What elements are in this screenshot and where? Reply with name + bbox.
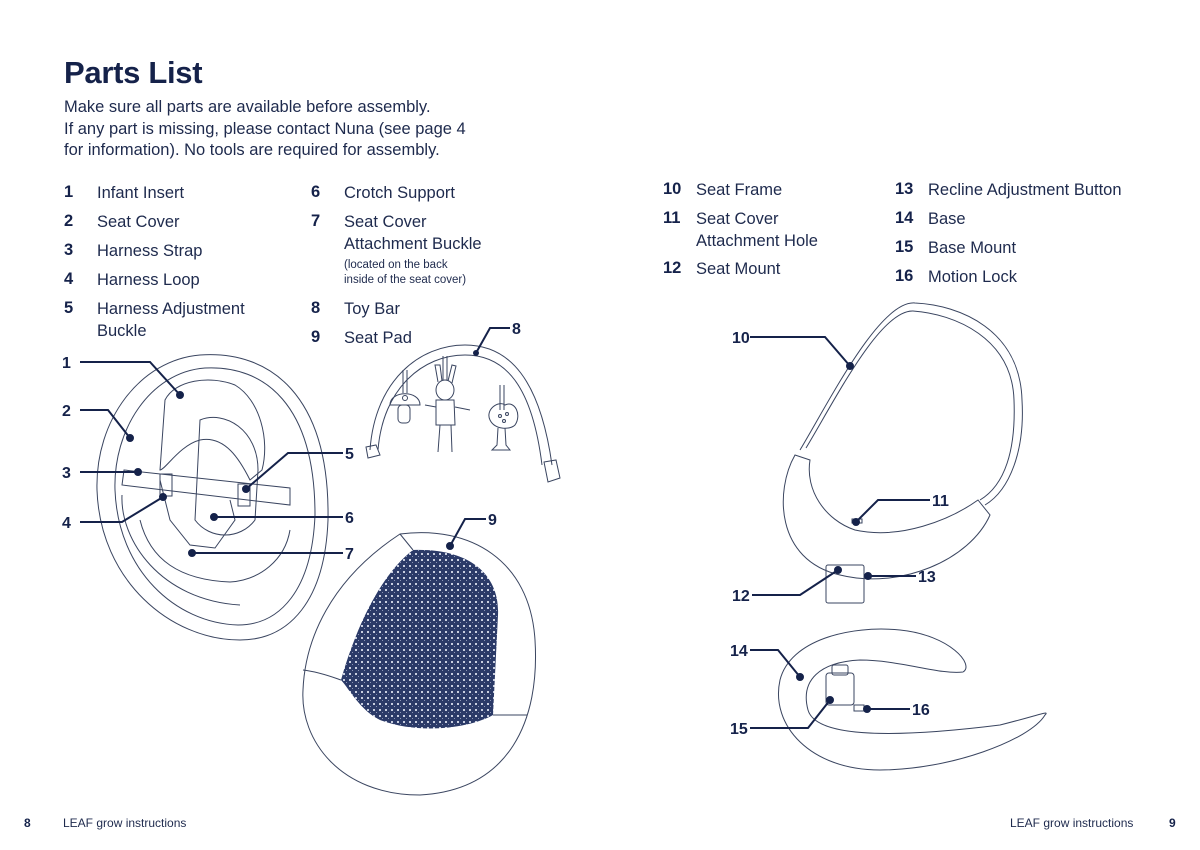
callout-16: 16 [912,702,930,719]
callout-2: 2 [62,403,71,420]
part-label: Seat Frame [696,181,783,199]
part-label: Seat Pad [344,329,412,347]
part-label: Seat Cover [97,213,180,231]
part-number: 4 [64,270,74,288]
page-number-right: 9 [1169,816,1176,830]
leader-lines [80,327,930,729]
intro-line: for information). No tools are required … [64,141,440,159]
page-title: Parts List [64,55,203,90]
part-label-line: Seat Cover [344,213,427,231]
part-number: 10 [663,180,682,198]
part-label: Crotch Support [344,184,455,202]
part-label: Harness Strap [97,242,203,260]
part-note: (located on the back inside of the seat … [344,258,482,288]
callout-13: 13 [918,569,936,586]
callout-14: 14 [730,643,748,660]
intro-text: Make sure all parts are available before… [64,97,466,162]
callout-4: 4 [62,515,71,532]
part-label: Motion Lock [928,268,1017,286]
part-number: 8 [311,299,321,317]
part-number: 12 [663,259,682,277]
part-label-line: Buckle [97,321,147,340]
part-number: 13 [895,180,914,198]
part-number: 15 [895,238,914,256]
callout-9: 9 [488,512,497,529]
part-number: 3 [64,241,74,259]
seat-pad-illustration [302,532,537,796]
footer-right: LEAF grow instructions 9 [1010,816,1176,830]
part-label: Base [928,210,966,228]
part-label: Seat Mount [696,260,781,278]
callout-1: 1 [62,355,71,372]
part-number: 6 [311,183,321,201]
callout-12: 12 [732,588,750,605]
base-illustration [778,628,1047,771]
part-number: 16 [895,267,914,285]
intro-line: If any part is missing, please contact N… [64,119,466,138]
callout-5: 5 [345,446,354,463]
seat-cover-illustration [96,354,329,641]
part-label: Infant Insert [97,184,185,202]
part-label: Recline Adjustment Button [928,181,1122,199]
part-label: Harness Loop [97,271,200,289]
part-number: 11 [663,209,681,227]
part-note-line: inside of the seat cover) [344,274,467,286]
intro-line: Make sure all parts are available before… [64,98,431,116]
part-label-line: Harness Adjustment [97,300,245,318]
callout-6: 6 [345,510,354,527]
footer-left: 8 LEAF grow instructions [24,816,186,830]
part-number: 7 [311,212,321,230]
part-label: Base Mount [928,239,1017,257]
callout-10: 10 [732,330,750,347]
part-number: 2 [64,212,74,230]
part-note-line: (located on the back [344,259,448,271]
part-label: Harness Adjustment Buckle [97,299,245,342]
part-label-line: Attachment Buckle [344,234,482,253]
footer-title-left: LEAF grow instructions [63,816,187,830]
part-number: 9 [311,328,321,346]
callout-3: 3 [62,465,71,482]
callout-15: 15 [730,721,748,738]
seat-frame-illustration [782,302,1023,604]
part-label: Seat Cover Attachment Hole [696,209,818,252]
part-number: 5 [64,299,74,317]
callout-7: 7 [345,546,354,563]
part-label-line: Attachment Hole [696,231,818,250]
part-number: 14 [895,209,914,227]
footer-title-right: LEAF grow instructions [1010,816,1134,830]
part-label-line: Seat Cover [696,210,779,228]
callout-8: 8 [512,321,521,338]
toy-bar-illustration [365,344,561,483]
part-label: Toy Bar [344,300,400,318]
callout-11: 11 [932,493,949,510]
part-number: 1 [64,183,74,201]
part-label: Seat Cover Attachment Buckle (located on… [344,212,482,288]
page-number-left: 8 [24,816,31,830]
